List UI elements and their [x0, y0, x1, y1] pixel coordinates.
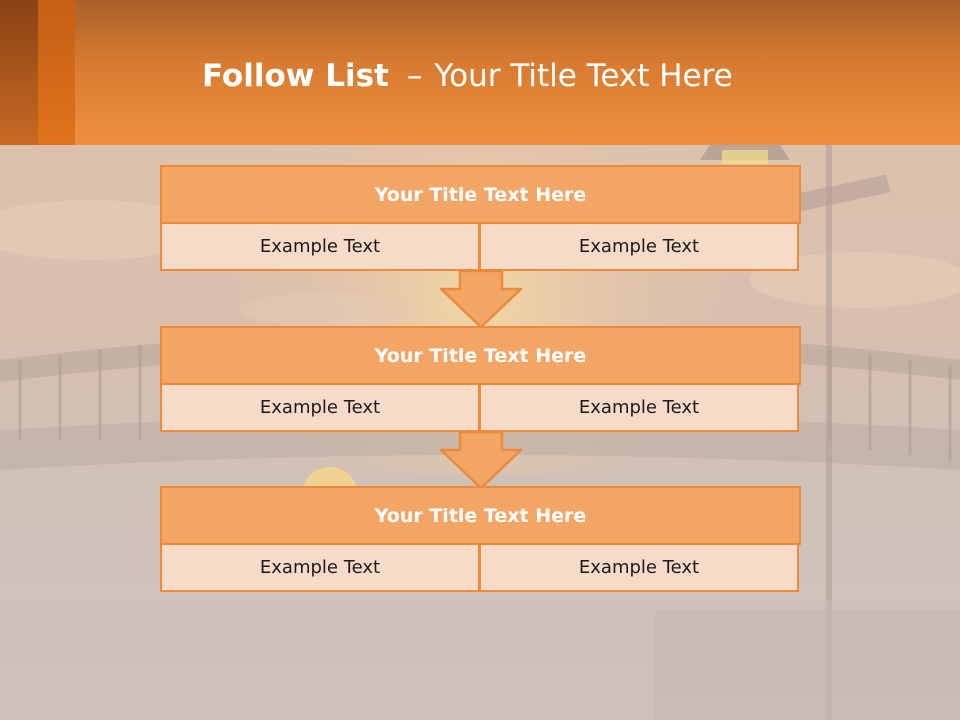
down-arrow-icon	[439, 269, 523, 329]
title-bold-part: Follow List	[202, 58, 389, 94]
down-arrow-icon	[439, 430, 523, 490]
step-title[interactable]: Your Title Text Here	[160, 165, 801, 224]
header-band: Follow List–Your Title Text Here	[0, 0, 960, 145]
step-cell-right[interactable]: Example Text	[479, 222, 799, 271]
step-cell-left[interactable]: Example Text	[160, 222, 480, 271]
step-cell-left[interactable]: Example Text	[160, 383, 480, 432]
step-title[interactable]: Your Title Text Here	[160, 326, 801, 385]
title-rest-part: Your Title Text Here	[434, 58, 733, 94]
title-separator: –	[406, 58, 423, 94]
slide-title[interactable]: Follow List–Your Title Text Here	[202, 56, 733, 96]
step-cell-right[interactable]: Example Text	[479, 543, 799, 592]
step-title[interactable]: Your Title Text Here	[160, 486, 801, 545]
header-accent-strip-2	[38, 0, 75, 145]
step-cell-right[interactable]: Example Text	[479, 383, 799, 432]
header-accent-strip	[0, 0, 38, 145]
step-cell-left[interactable]: Example Text	[160, 543, 480, 592]
